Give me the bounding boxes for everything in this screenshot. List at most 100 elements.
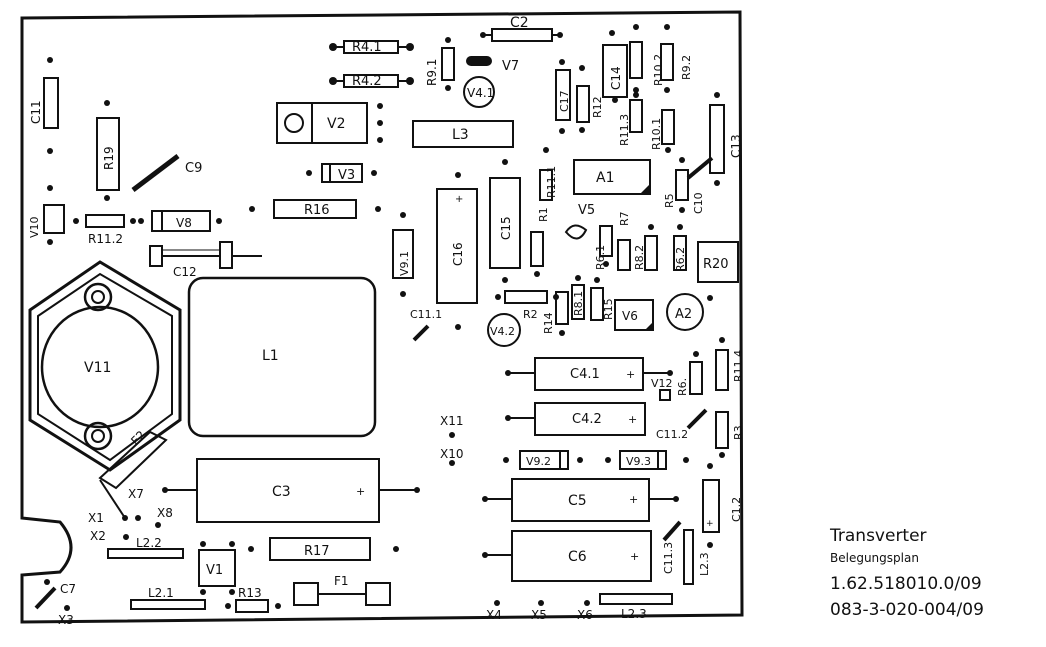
label-X3: X3 — [58, 613, 74, 627]
component-V9.1: V9.1 — [392, 212, 414, 297]
label-R7: R7 — [618, 211, 631, 226]
label-C15: C15 — [499, 216, 513, 240]
svg-text:+: + — [626, 368, 635, 381]
component-R6.: R6. — [676, 351, 703, 396]
label-V7: V7 — [502, 59, 519, 74]
label-R11.1: R11.1 — [545, 166, 558, 198]
component-R17: R17 — [248, 537, 399, 561]
component-X5: X5 — [531, 600, 547, 622]
label-C11.3: C11.3 — [662, 542, 675, 574]
label-R3: R3 — [732, 425, 745, 440]
component-C5: + C5 — [482, 478, 679, 522]
label-C11.1: C11.1 — [410, 308, 442, 321]
label-C2: C2 — [510, 15, 529, 31]
svg-text:+: + — [628, 413, 637, 426]
label-R11.4: R11.4 — [732, 350, 745, 382]
label-R8.1: R8.1 — [572, 291, 585, 316]
svg-text:+: + — [630, 550, 639, 563]
label-V5: V5 — [578, 203, 595, 218]
label-R10.1: R10.1 — [650, 118, 663, 150]
component-R7: R7 — [599, 211, 631, 267]
label-R4.2: R4.2 — [352, 74, 382, 89]
label-R1: R1 — [537, 207, 550, 222]
label-R6.: R6. — [676, 378, 689, 396]
component-C15: C15 — [489, 159, 521, 283]
component-R12: R12 — [576, 65, 604, 133]
component-C13: C13 — [709, 92, 743, 186]
component-R11.1: R11.1 — [539, 147, 558, 201]
component-C4.1: + C4.1 — [505, 357, 673, 391]
component-R13: R13 — [225, 586, 281, 613]
label-F1: F1 — [334, 574, 349, 588]
component-R6.1: R6.1 — [594, 239, 631, 271]
label-X7: X7 — [128, 487, 144, 501]
caption-title: Transverter — [830, 526, 927, 546]
label-R17: R17 — [304, 544, 330, 559]
component-L1: L1 — [187, 276, 377, 438]
component-V9.2: V9.2 — [503, 450, 583, 470]
component-R15: R15 — [590, 277, 615, 321]
label-V1: V1 — [206, 563, 223, 578]
label-R11.3: R11.3 — [618, 114, 631, 146]
label-C5: C5 — [568, 493, 587, 509]
component-R9.1: R9.1 — [425, 37, 455, 91]
component-R19: R19 — [96, 100, 120, 201]
label-V10: V10 — [28, 216, 41, 238]
label-C9: C9 — [185, 161, 202, 176]
component-C11: C11 — [29, 57, 59, 154]
label-C13: C13 — [729, 134, 743, 158]
label-X8: X8 — [157, 506, 173, 520]
label-X2: X2 — [90, 529, 106, 543]
label-R6.2: R6.2 — [674, 247, 687, 272]
component-R2: R2 — [495, 290, 559, 321]
label-V9.2: V9.2 — [526, 455, 551, 468]
label-V9.1: V9.1 — [398, 251, 411, 276]
label-C1.2: C1.2 — [730, 497, 743, 522]
component-C2: C2 — [480, 15, 563, 42]
label-L1: L1 — [262, 348, 279, 364]
component-C12: C12 — [149, 241, 262, 279]
label-L2.3-bottom: L2.3 — [621, 607, 647, 621]
component-V3: V3 — [306, 163, 377, 183]
label-C10: C10 — [692, 192, 705, 214]
component-V11: V11 — [28, 260, 182, 472]
component-V6: V6 — [614, 299, 654, 331]
label-V12: V12 — [651, 377, 673, 390]
label-X10: X10 — [440, 447, 464, 461]
component-X2: X2 — [90, 529, 129, 543]
component-X8: X8 — [135, 506, 173, 528]
component-V8: V8 — [138, 210, 222, 232]
component-C11.2: C11.2 — [656, 408, 708, 441]
component-V12: V12 — [651, 377, 673, 401]
board-outline — [20, 10, 744, 624]
component-A1: A1 — [573, 159, 651, 195]
component-A2: A2 — [666, 293, 713, 331]
label-C4.1: C4.1 — [570, 367, 600, 382]
label-A2: A2 — [675, 307, 692, 322]
component-R4.1: R4.1 — [329, 40, 414, 55]
label-R13: R13 — [238, 586, 262, 600]
label-V11: V11 — [84, 360, 111, 376]
label-C6: C6 — [568, 549, 587, 565]
component-V5: V5 — [564, 203, 595, 240]
label-R12: R12 — [591, 96, 604, 118]
component-V9.3: V9.3 — [605, 450, 689, 470]
label-C14: C14 — [609, 66, 623, 90]
component-C16: + C16 — [436, 172, 478, 330]
label-V8: V8 — [176, 216, 192, 230]
component-R20: R20 — [697, 241, 739, 283]
label-C4.2: C4.2 — [572, 412, 602, 427]
label-X5: X5 — [531, 608, 547, 622]
label-X11: X11 — [440, 414, 464, 428]
component-V7: V7 — [466, 56, 519, 74]
svg-text:+: + — [629, 493, 638, 506]
component-C10: C10 — [686, 156, 714, 214]
component-R10.2: R10.2 — [629, 24, 665, 93]
component-L2.2: L2.2 — [107, 536, 184, 559]
component-R3: R3 — [715, 411, 745, 458]
svg-text:+: + — [356, 485, 365, 498]
svg-text:+: + — [455, 194, 463, 205]
label-R20: R20 — [703, 257, 729, 272]
component-V4.2: V4.2 — [487, 313, 521, 347]
